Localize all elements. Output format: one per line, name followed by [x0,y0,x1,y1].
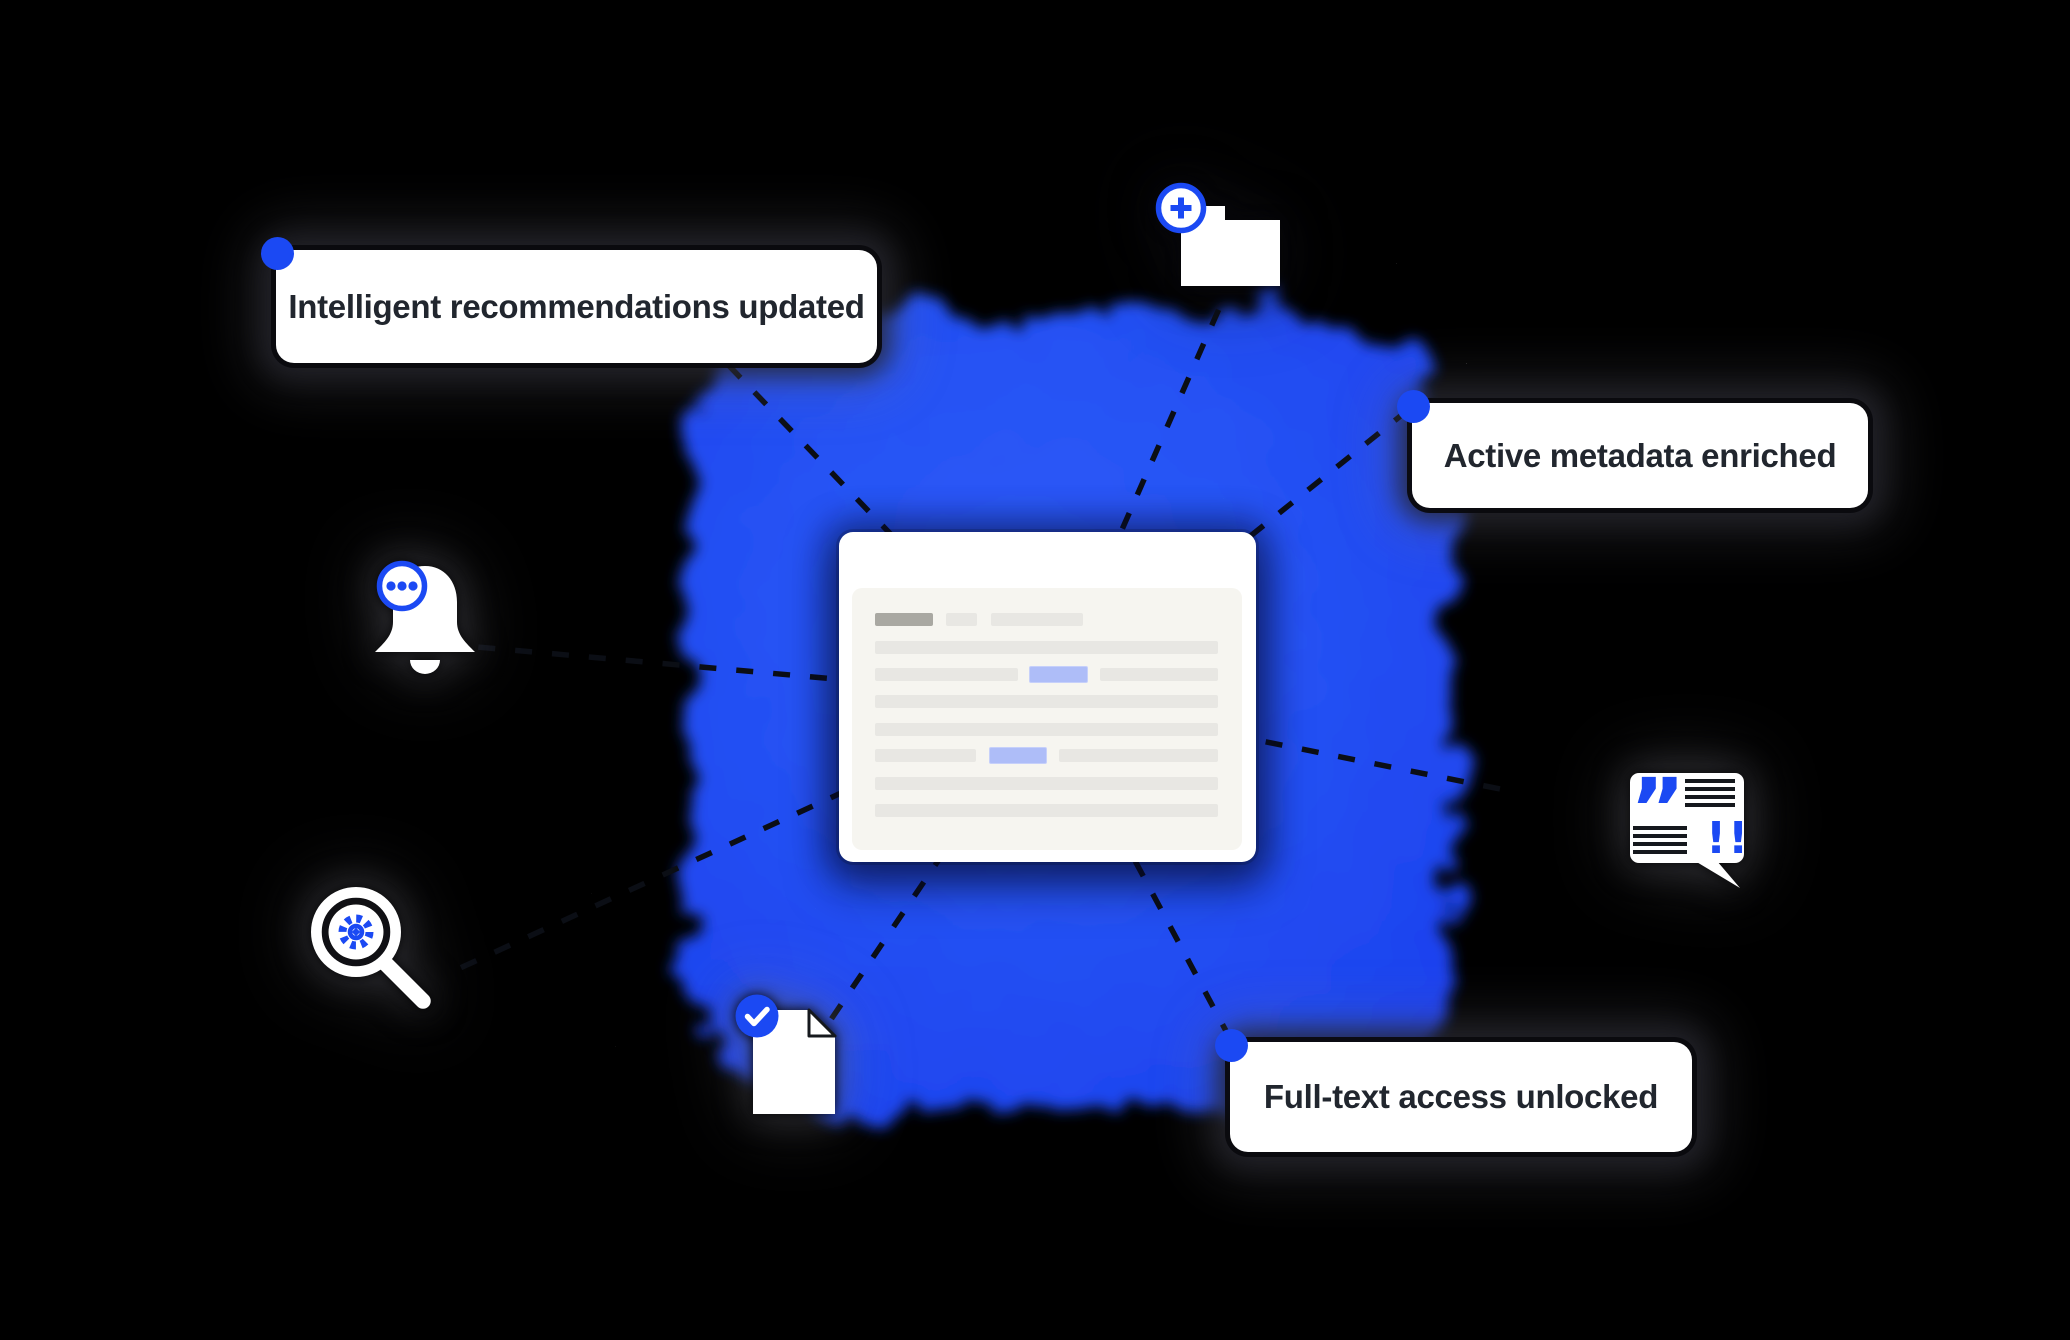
connector-dot [1397,390,1430,423]
folder-add-icon [1155,182,1280,286]
citation-bubble-icon: ” !! [1630,760,1750,888]
magnifier-inner-outline [321,897,391,967]
document-verified-icon [735,994,837,1114]
skeleton-bar [875,723,1218,736]
skeleton-bar [875,749,976,762]
skeleton-bar [875,641,1218,654]
skeleton-bar [875,613,933,626]
exclamation-glyph: !! [1706,813,1750,864]
callout-fulltext: Full-text access unlocked [1215,1029,1692,1152]
ellipsis-dots-icon [386,581,418,591]
connector-bell [454,642,1049,701]
page-fold [807,1008,837,1038]
notification-bell-icon [375,560,475,674]
bell-clapper [410,660,440,674]
magnifier-ring [311,887,401,977]
skeleton-bar [875,804,1218,817]
magnifier-handle [377,955,431,1009]
folder-shape [1181,206,1280,286]
skeleton-bar [1059,749,1218,762]
check-icon [744,1006,770,1027]
callout-recommendations: Intelligent recommendations updated [261,237,877,363]
connector-dot [261,237,294,270]
skeleton-highlight-bar [1029,666,1088,683]
callout-label: Full-text access unlocked [1263,1078,1659,1115]
callout-label: Active metadata enriched [1443,436,1837,474]
check-badge [735,994,779,1038]
callout-label: Intelligent recommendations updated [288,287,865,325]
skeleton-highlight-bar [989,747,1047,764]
quote-marks-glyph: ” [1630,760,1679,858]
skeleton-bar [875,695,1218,708]
smart-search-icon [311,887,431,1009]
skeleton-bar [991,613,1083,626]
document-card [839,532,1256,862]
callout-metadata: Active metadata enriched [1397,390,1868,508]
skeleton-bar [1100,668,1218,681]
connector-dot [1215,1029,1248,1062]
plus-icon [1170,197,1192,219]
skeleton-bar [875,777,1218,790]
document-skeleton-panel [852,588,1242,850]
connector-fulltext [1045,696,1236,1046]
text-lines-bottom [1633,826,1687,854]
text-lines-top [1685,779,1735,807]
skeleton-bar [875,668,1018,681]
skeleton-bar [946,613,977,626]
bubble-tail [1695,861,1740,888]
